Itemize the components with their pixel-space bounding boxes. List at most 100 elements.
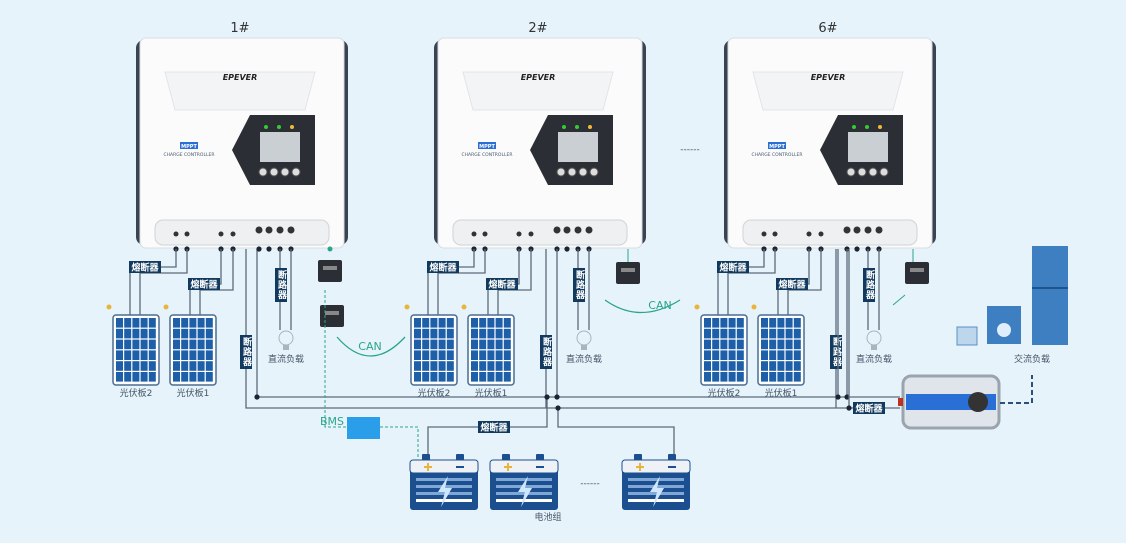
wire [427,249,475,315]
panel-cell [173,372,180,382]
terminal [864,226,872,234]
terminal [516,231,522,237]
fuse-box [427,261,459,273]
breaker-text: 断路器 [276,269,288,300]
panel-cell [503,318,511,328]
fuse-label: 熔断器 [776,278,808,291]
panel-cell [446,328,454,339]
terminal-dot [854,246,860,252]
breaker-label: 断路器 [830,335,843,369]
can-dot [327,246,333,252]
panel-cell [189,350,197,360]
panel-cell [446,350,454,360]
terminal [772,231,778,237]
terminal [853,226,861,234]
brand-logo: EPEVER [811,73,846,82]
panel-cell [124,350,132,360]
battery [621,454,691,510]
panel-cell [761,339,768,350]
panel-cell [736,350,744,360]
control-button [280,167,290,177]
panel-cell [438,339,446,350]
fuse-label: 熔断器 [717,261,749,274]
terminal-cover [742,219,918,246]
panel-cell [414,318,421,328]
panel-cell [197,372,205,382]
panel-cell [181,318,189,328]
panel-cell [438,328,446,339]
panel-cell [479,350,487,360]
battery-bar [628,492,684,495]
panel-cell [495,339,503,350]
panel-cell [495,361,503,371]
panel-cell [140,372,148,382]
panel-cell [704,372,711,382]
panel-cell [189,361,197,371]
panel-cell [487,328,495,339]
panel-cell [140,328,148,339]
panel-cell [471,350,478,360]
plus-icon [504,463,512,471]
panel-cell [446,318,454,328]
controller-subtitle: CHARGE CONTROLLER [752,152,803,158]
panel-cell [430,328,438,339]
solar-panel: 光伏板2 [106,304,160,399]
terminal [806,231,812,237]
panel-cell [422,361,430,371]
panel-cell [487,350,495,360]
panel-cell [479,318,487,328]
mppt-badge [768,142,786,149]
control-button [578,167,588,177]
panel-cell [503,328,511,339]
panel-cell [777,350,785,360]
fuse-text: 熔断器 [719,262,747,274]
panel-cell [422,318,430,328]
status-led [264,125,268,129]
panel-label: 光伏板1 [177,387,210,399]
battery-bank-label: 电池组 [534,511,561,523]
fuse-label: 熔断器 [427,261,459,274]
panel-label: 光伏板2 [708,387,741,399]
panel-cell [487,361,495,371]
fuse-box [129,261,161,273]
panel-cell [777,318,785,328]
inverter [898,374,1001,430]
controller-panel-shape [164,71,316,111]
terminal [230,231,236,237]
panel-cell [736,361,744,371]
panel-cell [720,372,728,382]
panel-cell [181,350,189,360]
panel-cell [446,372,454,382]
terminal [184,231,190,237]
sun-icon [106,304,112,310]
terminal [875,226,883,234]
panel-cell [414,350,421,360]
bulb-base [283,345,289,350]
panel-cell [471,318,478,328]
panel-cell [132,361,140,371]
panel-cell [761,372,768,382]
fuse-label: 熔断器 [188,278,220,291]
battery-top [621,459,691,474]
panel-cell [197,350,205,360]
panel-cell [495,350,503,360]
sun-icon [751,304,757,310]
panel-cell [189,339,197,350]
panel-cell [446,339,454,350]
panel-cell [132,318,140,328]
terminal [585,226,593,234]
fuse-label: 熔断器 [478,421,510,434]
control-button [846,167,856,177]
terminal-cover [154,219,330,246]
lightning-icon [438,476,452,507]
ac-cable [1000,375,1033,404]
panel-cell [704,318,711,328]
panel-cell [422,328,430,339]
panel-cell [495,318,503,328]
battery-terminal [422,454,430,461]
battery [489,454,559,510]
panel-cell [479,361,487,371]
can-connector [616,262,640,284]
terminal [255,226,263,234]
status-led [852,125,856,129]
